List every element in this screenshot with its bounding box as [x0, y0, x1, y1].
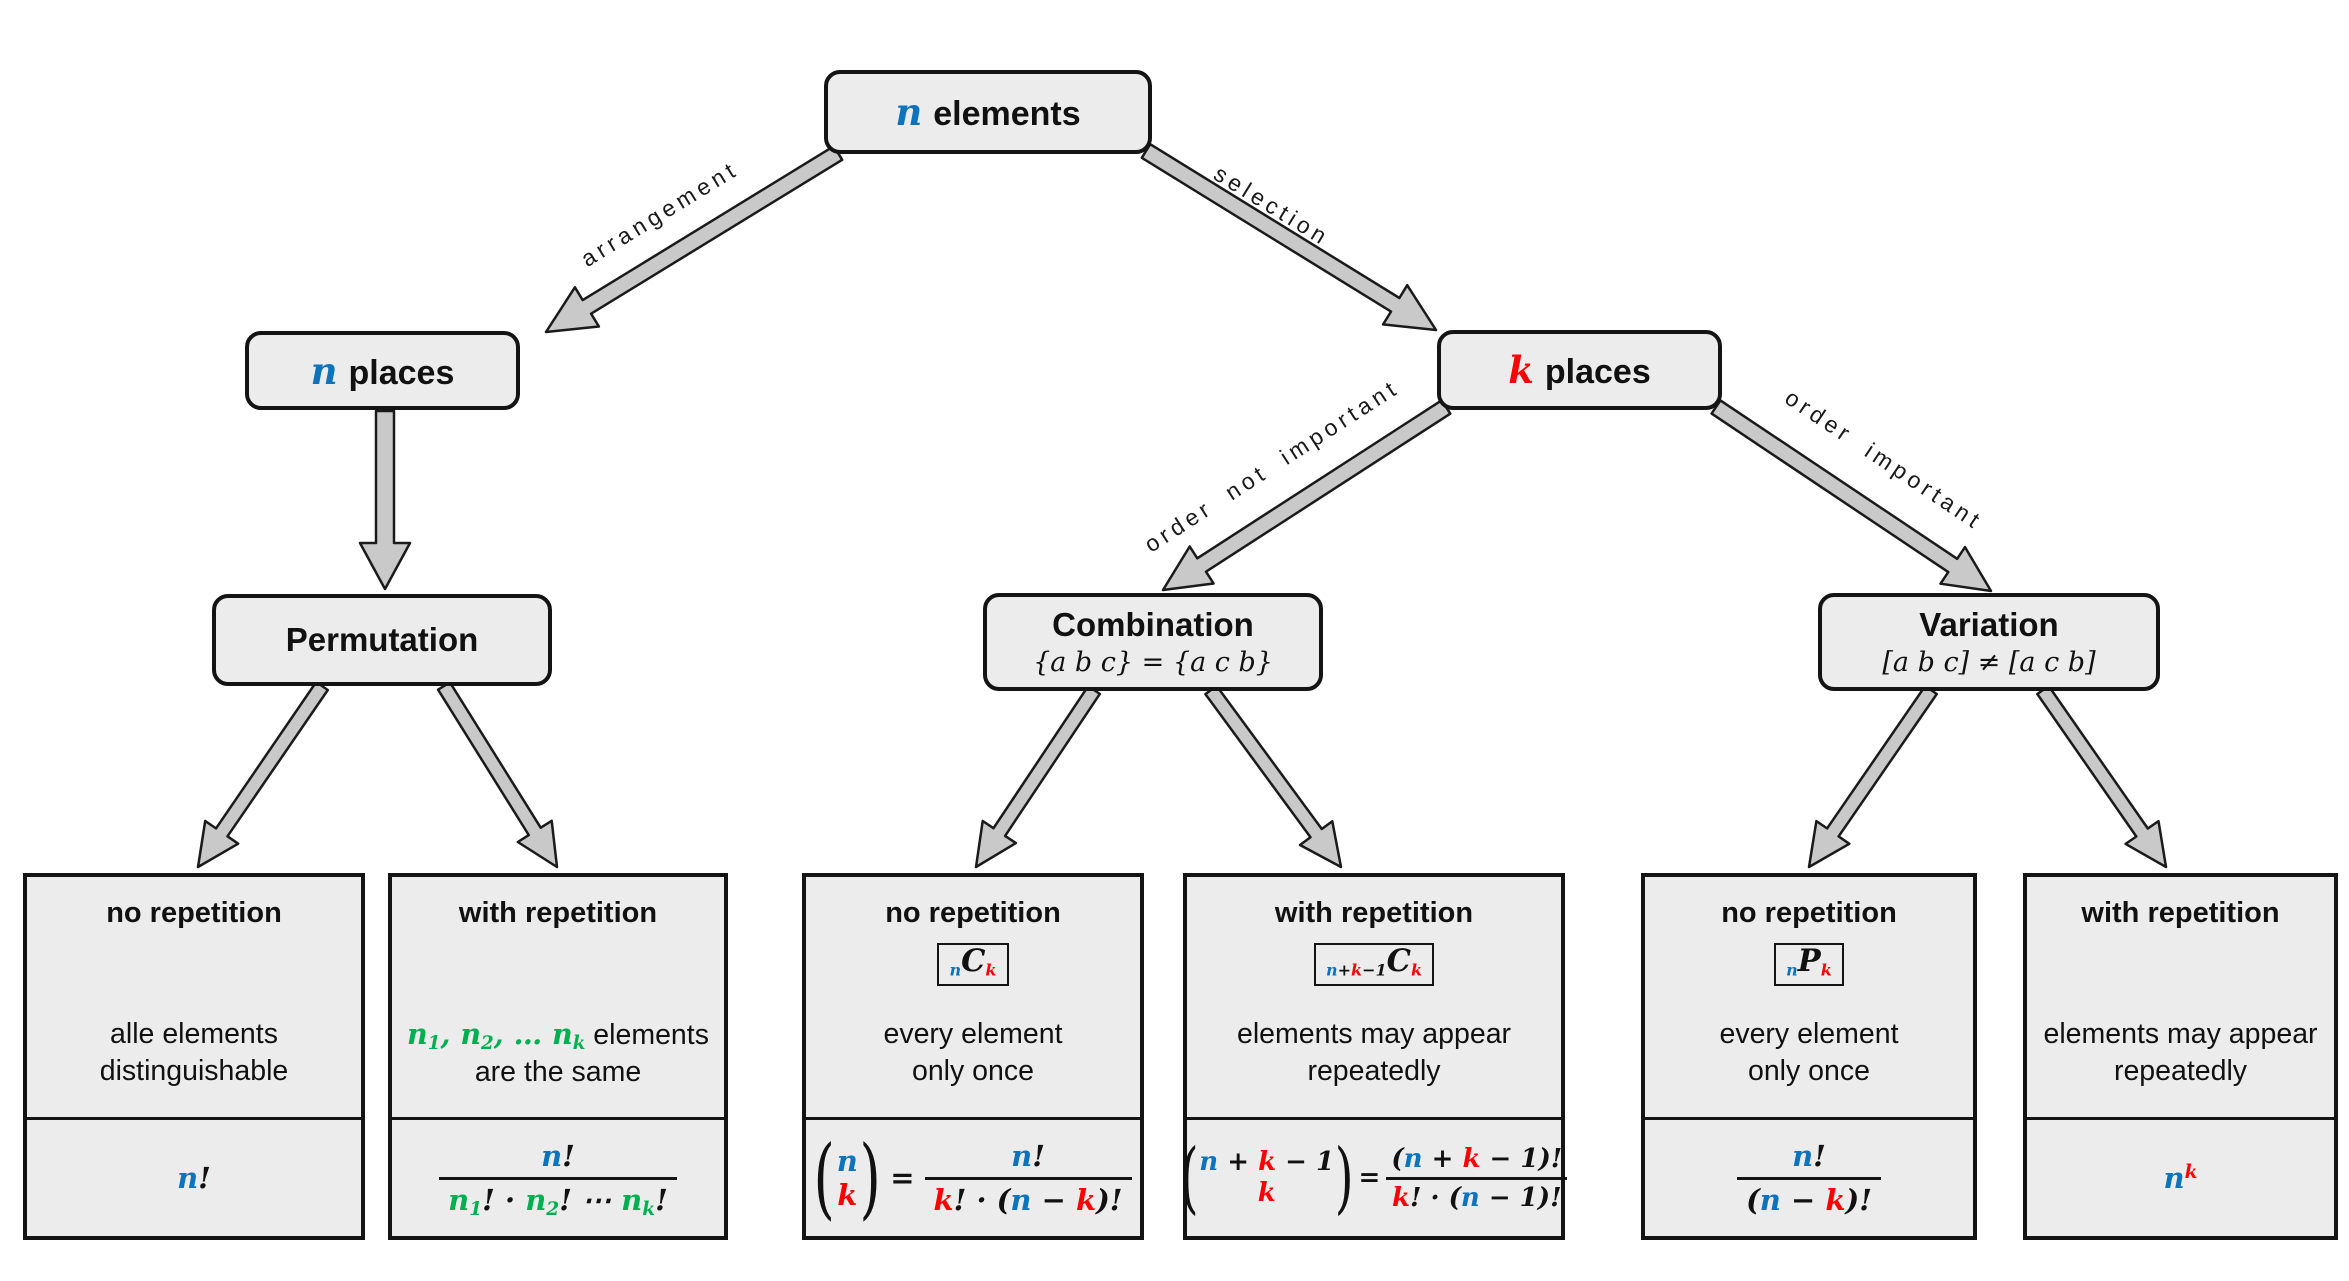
- badge-n-plus-k-minus-1-Ck: n+k−1Ck: [1313, 943, 1435, 986]
- variation-subtitle: [a b c] ≠ [a c b]: [1882, 646, 2096, 678]
- leaf-permutation-with-repetition: with repetition n1, n2, … nk elements ar…: [388, 873, 728, 1240]
- leaf-header: no repetition: [106, 897, 282, 929]
- leaf-description: elements may appear repeatedly: [1236, 1018, 1512, 1087]
- arrow-n-places-down: [358, 409, 412, 591]
- formula-multinomial: n!n1! · n2! ⋯ nk!: [392, 1117, 724, 1236]
- formula-n-factorial: n!: [27, 1117, 361, 1236]
- leaf-variation-no-repetition: no repetition nPk every element only onc…: [1641, 873, 1977, 1240]
- combination-title: Combination: [1052, 605, 1254, 643]
- node-n-elements-label: elements: [933, 95, 1081, 133]
- leaf-combination-with-repetition: with repetition n+k−1Ck elements may app…: [1180, 873, 1568, 1240]
- arrow-arrangement: [544, 144, 844, 334]
- leaf-header: no repetition: [1721, 897, 1897, 929]
- combination-subtitle: {a b c} = {a c b}: [1033, 646, 1273, 678]
- node-variation: Variation [a b c] ≠ [a c b]: [1818, 593, 2160, 691]
- formula-n-power-k: nk: [2027, 1117, 2334, 1236]
- leaf-header: with repetition: [1274, 897, 1474, 929]
- k-variable: k: [1508, 348, 1534, 392]
- leaf-header: no repetition: [885, 897, 1061, 929]
- node-n-places-label: places: [348, 353, 455, 392]
- leaf-description: every element only once: [883, 1018, 1063, 1087]
- node-permutation: Permutation: [212, 594, 552, 686]
- permutation-title: Permutation: [285, 621, 479, 658]
- n-variable: n: [310, 348, 338, 393]
- node-n-elements: n elements: [824, 70, 1152, 154]
- leaf-header: with repetition: [2081, 897, 2280, 929]
- arrow-combination-left: [974, 684, 1102, 869]
- arrow-variation-left: [1807, 684, 1939, 869]
- arrow-order-not-important: [1161, 399, 1452, 592]
- leaf-description: alle elements distinguishable: [99, 1018, 289, 1087]
- arrow-variation-right: [2036, 684, 2168, 869]
- arrow-permutation-left: [196, 680, 330, 869]
- node-k-places-label: places: [1544, 353, 1651, 391]
- leaf-header: with repetition: [458, 897, 658, 929]
- badge-nCk: nCk: [937, 943, 1009, 986]
- formula-k-permutations: n!(n − k)!: [1645, 1117, 1973, 1236]
- node-combination: Combination {a b c} = {a c b}: [983, 593, 1323, 691]
- arrow-order-important: [1710, 399, 1993, 593]
- variation-title: Variation: [1919, 605, 2059, 643]
- arrow-selection: [1140, 142, 1438, 332]
- arrow-permutation-right: [436, 681, 559, 869]
- leaf-combination-no-repetition: no repetition nCk every element only onc…: [802, 873, 1144, 1240]
- badge-nPk: nPk: [1774, 943, 1844, 986]
- n-variable: n: [895, 90, 923, 134]
- leaf-description: n1, n2, … nk elements are the same: [407, 1017, 709, 1088]
- leaf-description: elements may appear repeatedly: [2043, 1018, 2318, 1087]
- leaf-variation-with-repetition: with repetition elements may appear repe…: [2023, 873, 2338, 1240]
- leaf-permutation-no-repetition: no repetition alle elements distinguisha…: [23, 873, 365, 1240]
- leaf-description: every element only once: [1719, 1018, 1899, 1087]
- arrow-combination-right: [1204, 684, 1343, 869]
